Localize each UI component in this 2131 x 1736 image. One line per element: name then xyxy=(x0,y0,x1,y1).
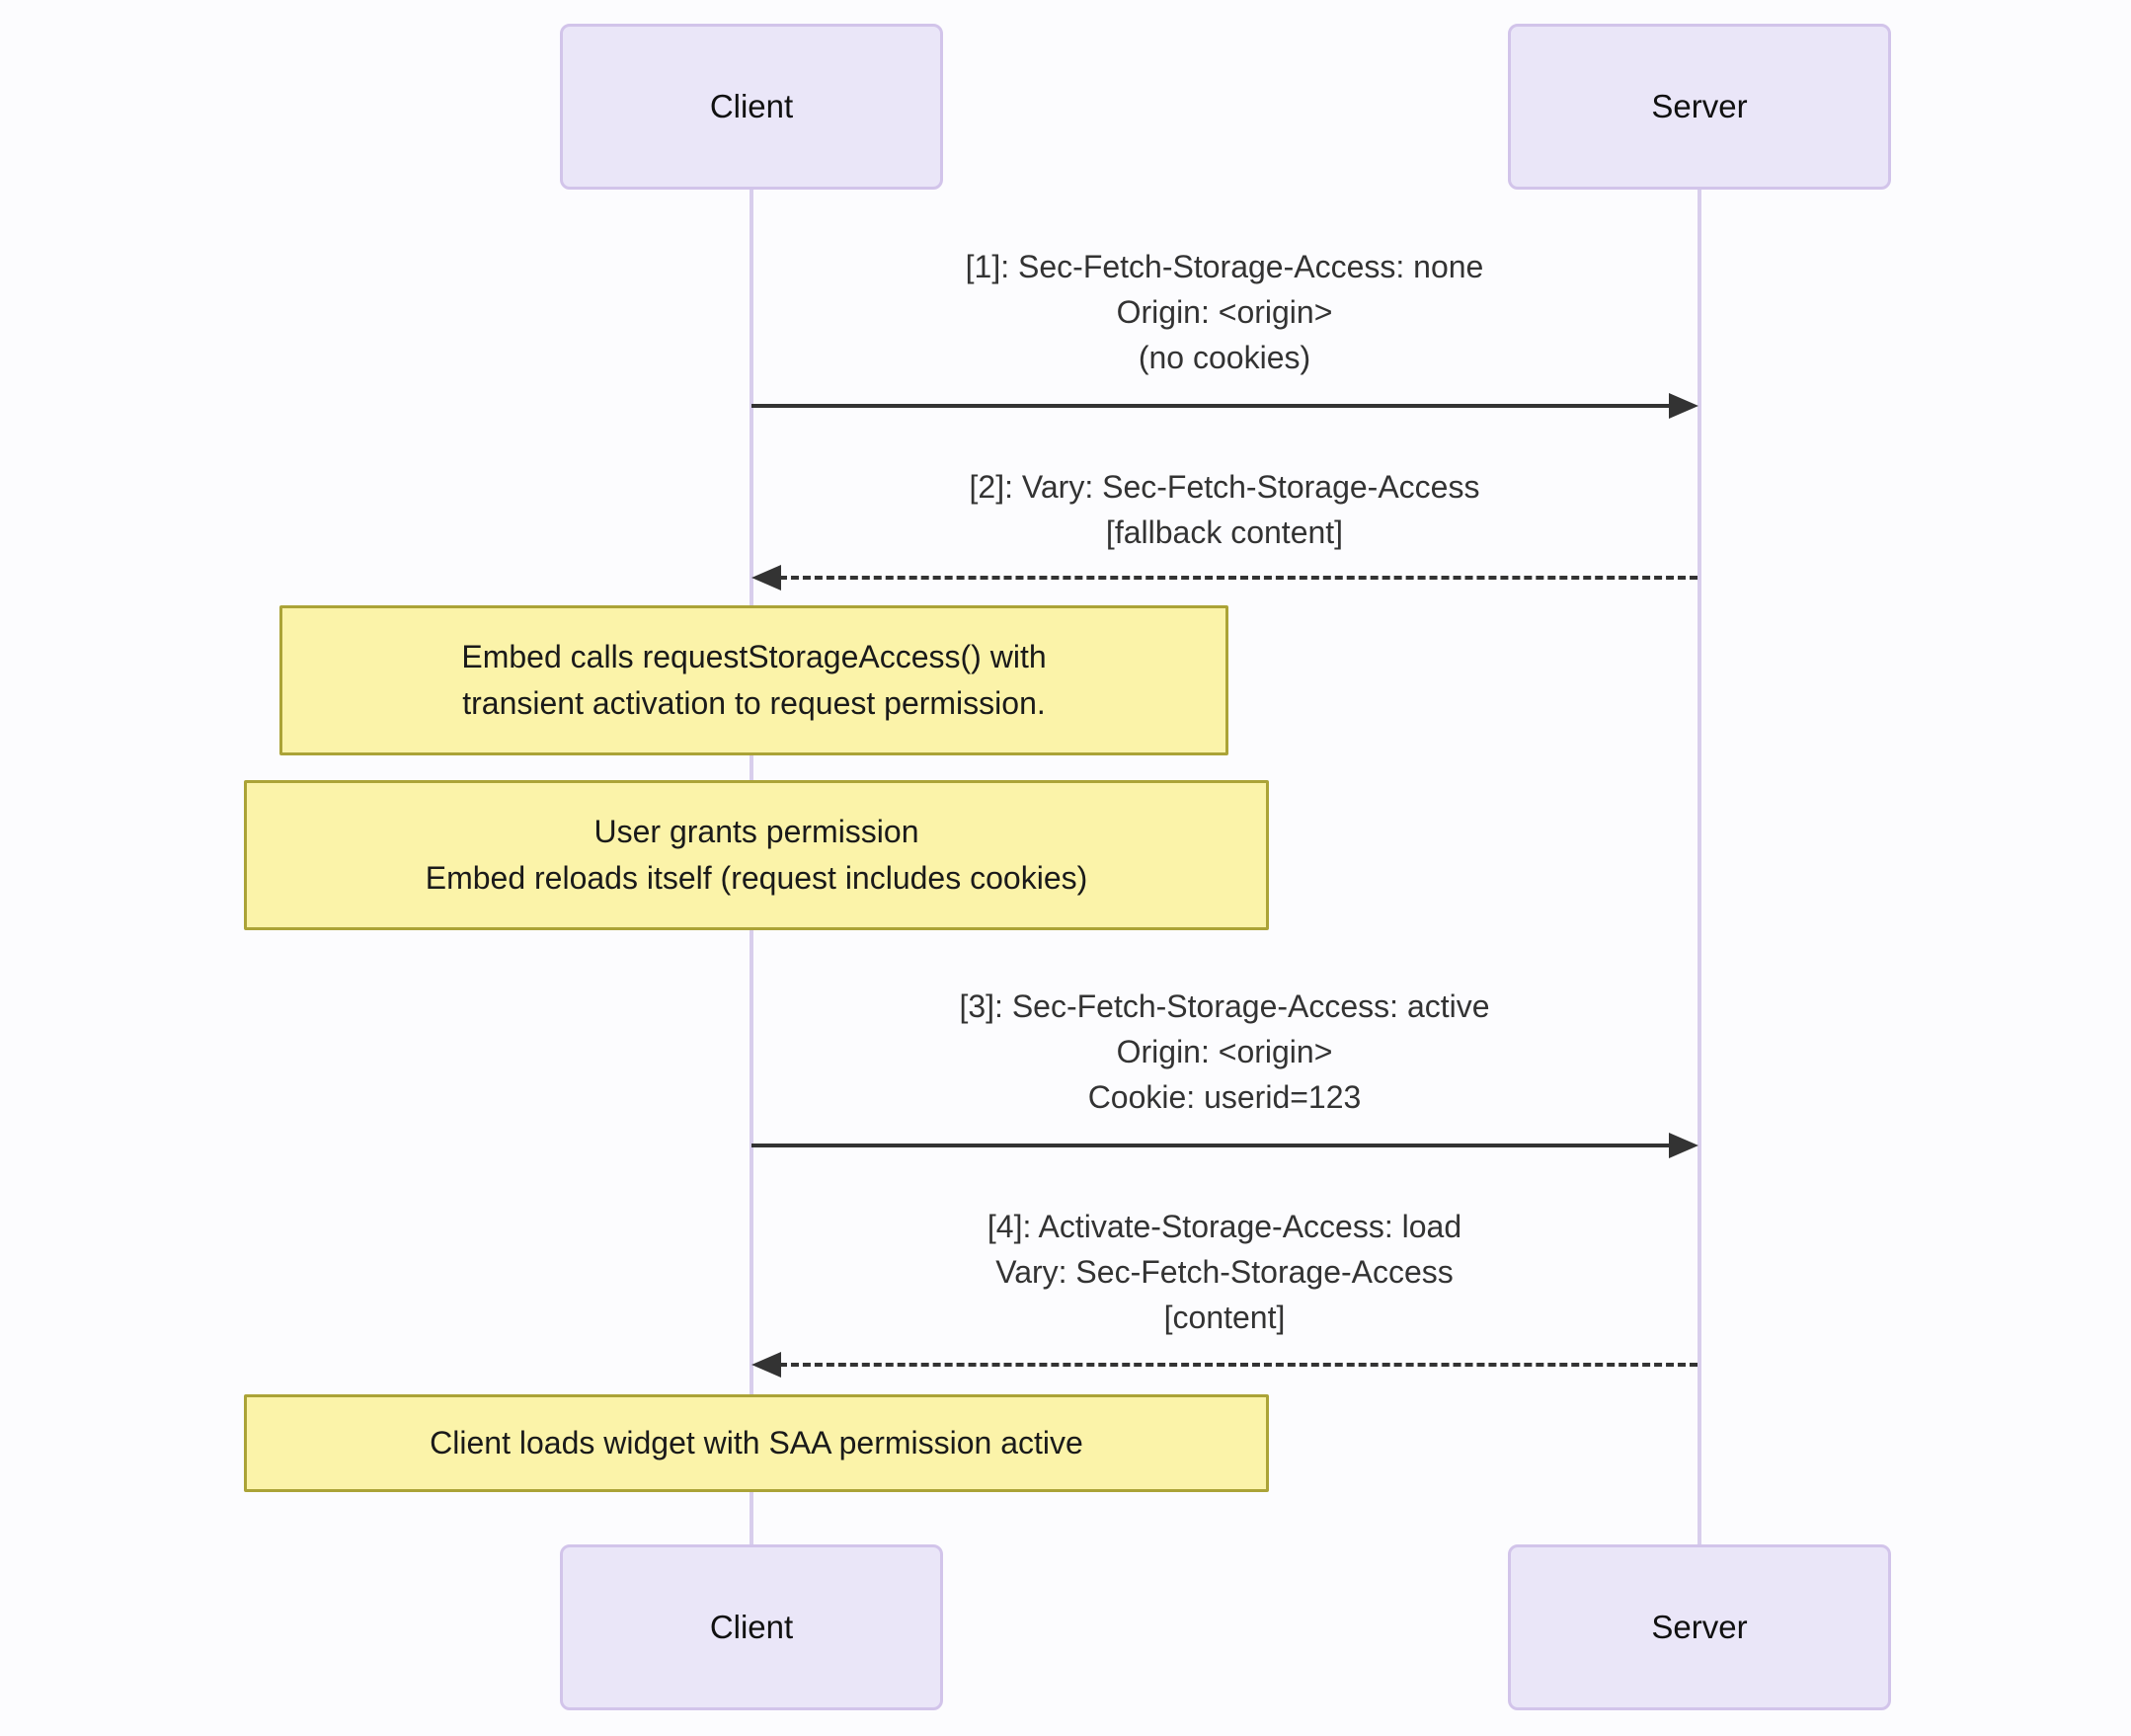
text-line: User grants permission xyxy=(593,814,919,849)
actor-server-top: Server xyxy=(1508,24,1891,190)
message-1-arrow-line xyxy=(751,404,1670,408)
server-lifeline xyxy=(1697,190,1701,1544)
text-line: Embed calls requestStorageAccess() with xyxy=(461,639,1047,674)
text-line: [2]: Vary: Sec-Fetch-Storage-Access xyxy=(969,469,1480,505)
actor-server-top-label: Server xyxy=(1651,88,1748,124)
text-line: Cookie: userid=123 xyxy=(1087,1079,1362,1115)
actor-client-top: Client xyxy=(560,24,943,190)
message-1-arrowhead-right-icon xyxy=(1669,393,1698,419)
message-3-arrow-line xyxy=(751,1144,1670,1147)
actor-client-top-label: Client xyxy=(709,88,794,124)
text-line: Origin: <origin> xyxy=(1116,294,1333,330)
text-line: Embed reloads itself (request includes c… xyxy=(425,860,1088,896)
actor-client-bottom: Client xyxy=(560,1544,943,1710)
note-client-loads-widget: Client loads widget with SAA permission … xyxy=(244,1394,1269,1492)
text-line: [3]: Sec-Fetch-Storage-Access: active xyxy=(959,988,1490,1024)
actor-server-bottom: Server xyxy=(1508,1544,1891,1710)
text-line: [fallback content] xyxy=(1105,514,1344,550)
actor-client-bottom-label: Client xyxy=(709,1609,794,1645)
text-line: [4]: Activate-Storage-Access: load xyxy=(987,1209,1462,1244)
text-line: (no cookies) xyxy=(1138,340,1311,375)
message-4-arrowhead-left-icon xyxy=(751,1352,781,1378)
note-request-storage-access: Embed calls requestStorageAccess() with t… xyxy=(279,605,1228,755)
actor-server-bottom-label: Server xyxy=(1651,1609,1748,1645)
message-2-arrow-line xyxy=(779,576,1697,580)
text-line: Client loads widget with SAA permission … xyxy=(430,1425,1083,1460)
text-line: [content] xyxy=(1163,1300,1286,1335)
text-line: [1]: Sec-Fetch-Storage-Access: none xyxy=(965,249,1484,284)
message-3-arrowhead-right-icon xyxy=(1669,1133,1698,1158)
text-line: transient activation to request permissi… xyxy=(462,685,1046,721)
text-line: Origin: <origin> xyxy=(1116,1034,1333,1069)
text-line: Vary: Sec-Fetch-Storage-Access xyxy=(995,1254,1454,1290)
message-2-arrowhead-left-icon xyxy=(751,565,781,591)
message-4-arrow-line xyxy=(779,1363,1697,1367)
message-2-text: [2]: Vary: Sec-Fetch-Storage-Access [fall… xyxy=(760,464,1689,555)
